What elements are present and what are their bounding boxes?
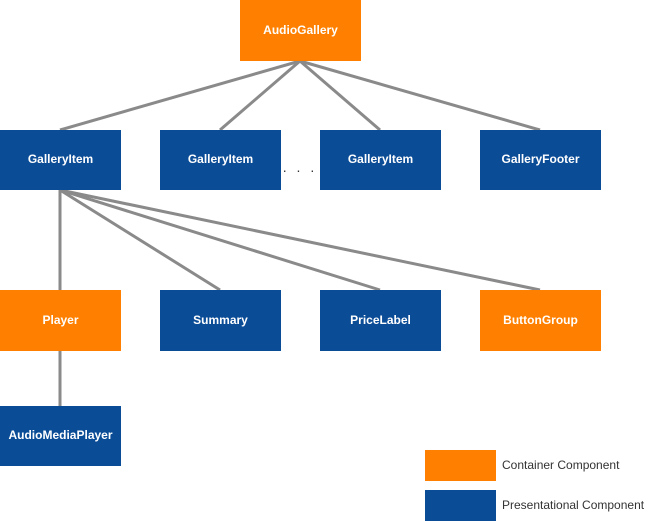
node-summary: Summary [160,290,281,351]
edge-audiogallery-galleryitem-3 [299,59,381,132]
edge-galleryitem-summary [59,188,221,292]
node-summary-box [160,290,281,351]
edges [58,59,541,406]
node-player-box [0,290,121,351]
node-audio-gallery: AudioGallery [240,0,361,61]
legend-presentational-swatch [425,490,496,521]
node-player: Player [0,290,121,351]
node-audio-gallery-label: AudioGallery [263,23,338,37]
edge-audiogallery-galleryitem-2 [219,59,301,132]
node-gallery-item-3: GalleryItem [320,130,441,190]
node-summary-label: Summary [193,313,248,327]
node-button-group: ButtonGroup [480,290,601,351]
node-gallery-item-1: GalleryItem [0,130,121,190]
node-audio-media-player: AudioMediaPlayer [0,406,121,466]
node-gallery-item-1-label: GalleryItem [28,152,93,166]
node-audio-media-player-label: AudioMediaPlayer [8,428,112,442]
edge-galleryitem-pricelabel [59,188,381,292]
edge-galleryitem-buttongroup [59,188,541,292]
ellipsis-text: . . . [283,159,317,175]
node-price-label-label: PriceLabel [350,313,411,327]
legend-presentational-label: Presentational Component [502,498,645,512]
node-gallery-footer: GalleryFooter [480,130,601,190]
node-button-group-label: ButtonGroup [503,313,578,327]
legend-container-label: Container Component [502,458,620,472]
node-gallery-footer-box [480,130,601,190]
node-gallery-footer-label: GalleryFooter [501,152,579,166]
node-gallery-item-2-box [160,130,281,190]
node-gallery-item-1-box [0,130,121,190]
node-audio-media-player-box [0,406,121,466]
node-audio-gallery-box [240,0,361,61]
edge-audiogallery-galleryitem-1 [59,59,301,132]
legend-container-swatch [425,450,496,481]
node-gallery-item-3-box [320,130,441,190]
node-player-label: Player [42,313,78,327]
legend: Container Component Presentational Compo… [425,450,645,521]
edge-audiogallery-galleryfooter [299,59,541,132]
node-gallery-item-2-label: GalleryItem [188,152,253,166]
node-price-label: PriceLabel [320,290,441,351]
node-gallery-item-3-label: GalleryItem [348,152,413,166]
node-gallery-item-2: GalleryItem [160,130,281,190]
node-button-group-box [480,290,601,351]
node-price-label-box [320,290,441,351]
